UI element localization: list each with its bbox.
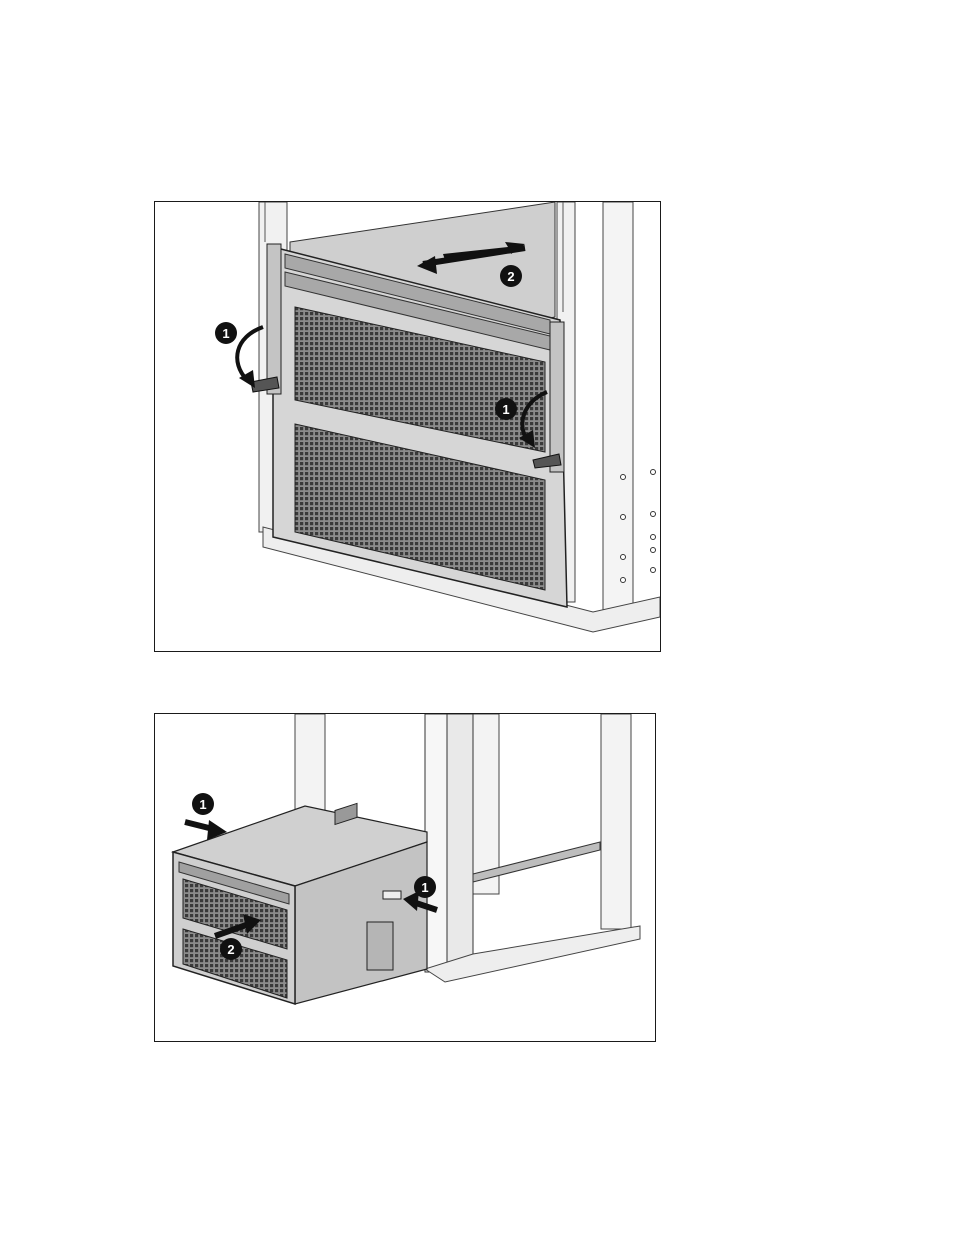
callout-1-left: 1 bbox=[215, 322, 237, 344]
callout-1-tab: 1 bbox=[414, 876, 436, 898]
right-rack-ear bbox=[550, 322, 564, 472]
callout-2-slide: 2 bbox=[500, 265, 522, 287]
svg-text:1: 1 bbox=[421, 880, 428, 895]
callout-1-right: 1 bbox=[495, 398, 517, 420]
rack-post-rear-right bbox=[601, 714, 631, 929]
svg-text:1: 1 bbox=[502, 402, 509, 417]
rack-post-front-left bbox=[425, 714, 447, 972]
release-tab bbox=[383, 891, 401, 899]
figure-1-illustration: 1 1 2 bbox=[155, 202, 660, 651]
figure-1-extend-server: 1 1 2 bbox=[154, 201, 661, 652]
callout-2-push: 2 bbox=[220, 938, 242, 960]
rack-post-front-side bbox=[447, 714, 473, 964]
left-rack-ear bbox=[267, 244, 281, 394]
svg-text:1: 1 bbox=[222, 326, 229, 341]
callout-1-top: 1 bbox=[192, 793, 214, 815]
figure-2-illustration: 1 1 2 bbox=[155, 714, 655, 1041]
figure-2-insert-server: 1 1 2 bbox=[154, 713, 656, 1042]
svg-text:2: 2 bbox=[507, 269, 514, 284]
svg-text:1: 1 bbox=[199, 797, 206, 812]
rack-post-rear bbox=[603, 202, 633, 612]
svg-text:2: 2 bbox=[227, 942, 234, 957]
power-module bbox=[367, 922, 393, 970]
rack-post-mid bbox=[473, 714, 499, 894]
